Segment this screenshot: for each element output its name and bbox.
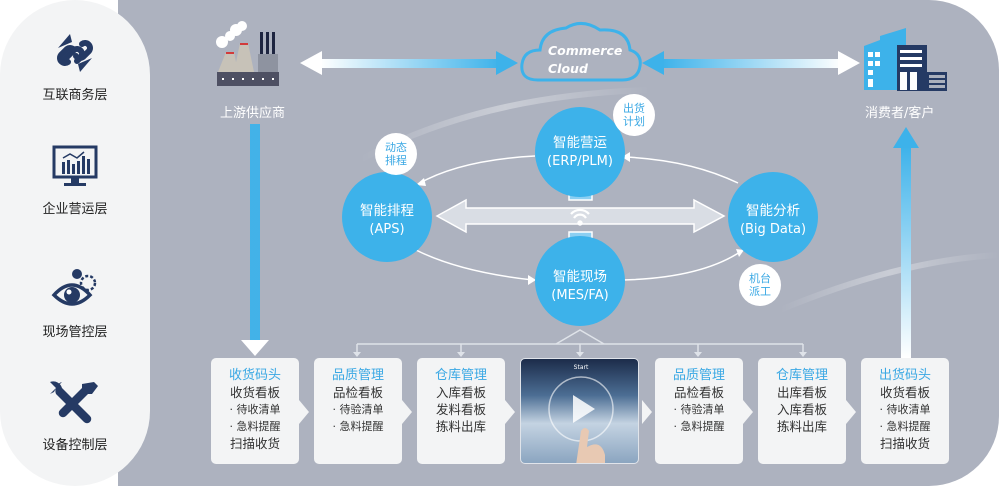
layer-sidebar: 互联商务层 企业营运层 现场管控层 设备控制层 [0,0,150,486]
cloud-label: Commerce Cloud [548,42,622,78]
cloud-icon [520,22,642,82]
node-erp[interactable]: 智能营运 (ERP/PLM) [535,107,625,197]
node-name: 智能分析 [746,203,800,219]
bubble-dynamic-schedule: 动态 排程 [375,133,417,175]
card-line: 品检看板 [332,385,383,400]
card-receiving-dock[interactable]: 收货码头 收货看板 · 待收清单 · 急料提醒 扫描收货 [211,358,299,464]
card-title: 收货码头 [228,368,281,383]
bubble-line: 排程 [385,154,407,167]
video-caption: Start [574,364,589,371]
card-line: · 急料提醒 [332,420,384,433]
bubble-line: 机台 [749,272,771,285]
card-line: · 待验清单 [673,403,725,416]
card-title: 出货码头 [878,368,931,383]
factory-icon [216,21,279,86]
card-line: 品检看板 [673,385,724,400]
hand-image [576,428,605,463]
card-line: 出库看板 [776,385,827,400]
flow-arrowheads [416,152,744,285]
node-sub: (ERP/PLM) [547,154,613,169]
card-quality-2[interactable]: 品质管理 品检看板 · 待验清单 · 急料提醒 [655,358,743,464]
bubble-machine-dispatch: 机台 派工 [739,264,781,306]
node-name: 智能排程 [360,203,414,219]
cloud-label-line2: Cloud [548,61,588,76]
supplier-cloud-arrow [300,51,518,75]
cloud-consumer-arrow [642,51,860,75]
flow-chevron [642,400,652,424]
layer-label: 设备控制层 [42,438,108,453]
card-line: 拣料出库 [435,419,486,434]
card-line: · 待收清单 [229,403,281,416]
flow-chevron [299,400,309,424]
play-icon [573,395,595,423]
node-sub: (Big Data) [739,222,807,237]
wifi-icon [570,208,590,226]
decor-swoosh [778,252,999,313]
consumer-label: 消费者/客户 [865,106,935,121]
bubble-shipping-plan: 出货 计划 [613,94,655,136]
card-title: 仓库管理 [775,368,828,383]
card-line: 拣料出库 [776,419,827,434]
supplier-down-arrow [241,124,269,356]
layer-equipment[interactable]: 设备控制层 [0,378,150,453]
card-warehouse-2[interactable]: 仓库管理 出库看板 入库看板 拣料出库 [758,358,846,464]
monitor-chart-icon [52,145,98,186]
card-line: 扫描收货 [879,436,930,451]
video-thumbnail[interactable]: Start [520,358,639,464]
supplier-label: 上游供应商 [220,106,286,121]
node-mes[interactable]: 智能现场 (MES/FA) [535,236,625,326]
bubble-line: 出货 [623,102,645,115]
wrench-screwdriver-icon [50,381,98,424]
connector-lines [356,329,804,354]
node-sub: (APS) [369,222,405,237]
layer-label: 企业营运层 [42,202,108,217]
layer-label: 互联商务层 [42,88,108,103]
consumer-up-arrow [893,127,919,358]
connector-arrowheads [353,352,807,357]
layer-field[interactable]: 现场管控层 [0,265,150,340]
cloud-label-line1: Commerce [548,43,623,58]
building-icon [864,28,947,91]
card-title: 品质管理 [331,368,384,383]
video-art: Start [548,364,614,463]
bubble-line: 动态 [385,141,407,154]
flow-curves [415,155,741,281]
card-line: · 急料提醒 [673,420,725,433]
node-name: 智能现场 [553,269,607,285]
flow-chevron [505,400,515,424]
flow-chevron [846,400,856,424]
node-sub: (MES/FA) [551,288,609,303]
card-line: · 待收清单 [879,403,931,416]
card-line: 扫描收货 [229,436,280,451]
card-line: 入库看板 [776,402,827,417]
card-shipping-dock[interactable]: 出货码头 收货看板 · 待收清单 · 急料提醒 扫描收货 [861,358,949,464]
card-line: 入库看板 [435,385,486,400]
node-aps[interactable]: 智能排程 (APS) [342,172,432,262]
card-line: 收货看板 [229,385,280,400]
bubble-line: 计划 [623,115,645,128]
card-line: 收货看板 [879,385,930,400]
layer-label: 现场管控层 [42,325,108,340]
card-line: · 急料提醒 [879,420,931,433]
flow-chevron [743,400,753,424]
node-bigdata[interactable]: 智能分析 (Big Data) [728,172,818,262]
card-quality-1[interactable]: 品质管理 品检看板 · 待验清单 · 急料提醒 [314,358,402,464]
layer-enterprise[interactable]: 企业营运层 [0,142,150,217]
card-title: 品质管理 [672,368,725,383]
eye-gears-icon [51,269,97,306]
card-line: 发料看板 [435,402,486,417]
flow-chevron [402,400,412,424]
layer-commerce[interactable]: 互联商务层 [0,28,150,103]
card-title: 仓库管理 [434,368,487,383]
bubble-line: 派工 [749,285,771,298]
card-warehouse-1[interactable]: 仓库管理 入库看板 发料看板 拣料出库 [417,358,505,464]
node-name: 智能营运 [553,135,607,151]
card-line: · 待验清单 [332,403,384,416]
card-line: · 急料提醒 [229,420,281,433]
chain-link-icon [57,34,93,72]
